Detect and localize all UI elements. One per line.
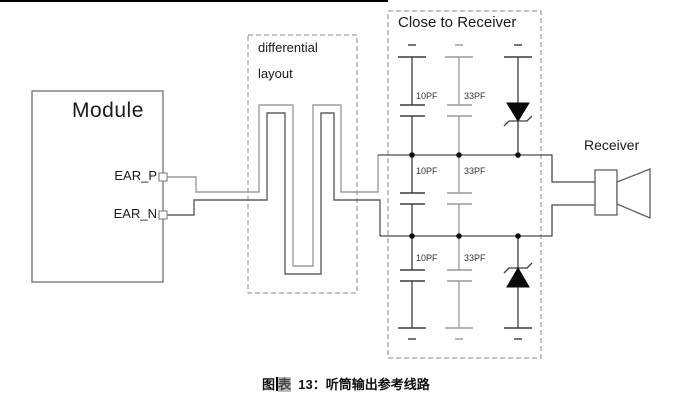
ground-symbol-bottom-col3: [504, 327, 532, 340]
bottom-rail-wire: [380, 204, 595, 237]
cap-value-10pf-bottom: 10PF: [416, 253, 438, 263]
ground-symbol-top-col2: [445, 44, 473, 58]
module-label: Module: [72, 99, 144, 122]
cap-value-10pf-top: 10PF: [416, 91, 438, 101]
module-box: [31, 90, 164, 283]
capacitor-10pf-bottom: [400, 236, 425, 328]
cap-value-10pf-middle: 10PF: [416, 166, 438, 176]
caption-highlighted-char[interactable]: 表: [278, 377, 292, 392]
differential-layout-label-line2: layout: [258, 66, 293, 81]
tvs-diode-bottom: [503, 236, 533, 328]
caption-prefix[interactable]: 图: [262, 377, 276, 392]
differential-layout-dashed-box: [247, 34, 358, 294]
close-to-receiver-title: Close to Receiver: [398, 14, 517, 31]
receiver-label: Receiver: [584, 137, 640, 153]
cap-value-33pf-middle: 33PF: [464, 166, 486, 176]
ground-symbol-top-col3: [504, 44, 532, 58]
table-cell-border: [0, 0, 388, 2]
cap-value-33pf-bottom: 33PF: [464, 253, 486, 263]
figure-caption[interactable]: 图表 13：听筒输出参考线路: [262, 374, 430, 393]
differential-layout-label-line1: differential: [258, 40, 318, 55]
ear-p-trace: [160, 104, 379, 267]
ground-symbol-top-col1: [398, 44, 426, 58]
ear-p-pin-label: EAR_P: [114, 168, 157, 183]
ear-n-pin-label: EAR_N: [113, 206, 157, 221]
capacitor-33pf-middle: [447, 155, 472, 236]
text-cursor: [276, 377, 279, 391]
ear-n-pin-pad: [158, 210, 168, 220]
junction-dots: [409, 152, 521, 239]
ear-p-pin-pad: [158, 172, 168, 182]
capacitor-10pf-middle: [400, 155, 425, 236]
top-rail-wire: [378, 154, 595, 183]
close-to-receiver-dashed-box: [387, 10, 542, 359]
capacitor-33pf-top: [447, 57, 472, 155]
capacitor-33pf-bottom: [447, 236, 472, 328]
ground-symbol-bottom-col1: [398, 327, 426, 340]
capacitor-10pf-top: [400, 57, 425, 155]
tvs-diode-top: [503, 57, 533, 155]
speaker-icon: [594, 168, 651, 219]
ground-symbol-bottom-col2: [445, 327, 473, 340]
caption-rest[interactable]: 13：听筒输出参考线路: [291, 377, 430, 392]
ear-n-trace: [160, 112, 381, 275]
cap-value-33pf-top: 33PF: [464, 91, 486, 101]
